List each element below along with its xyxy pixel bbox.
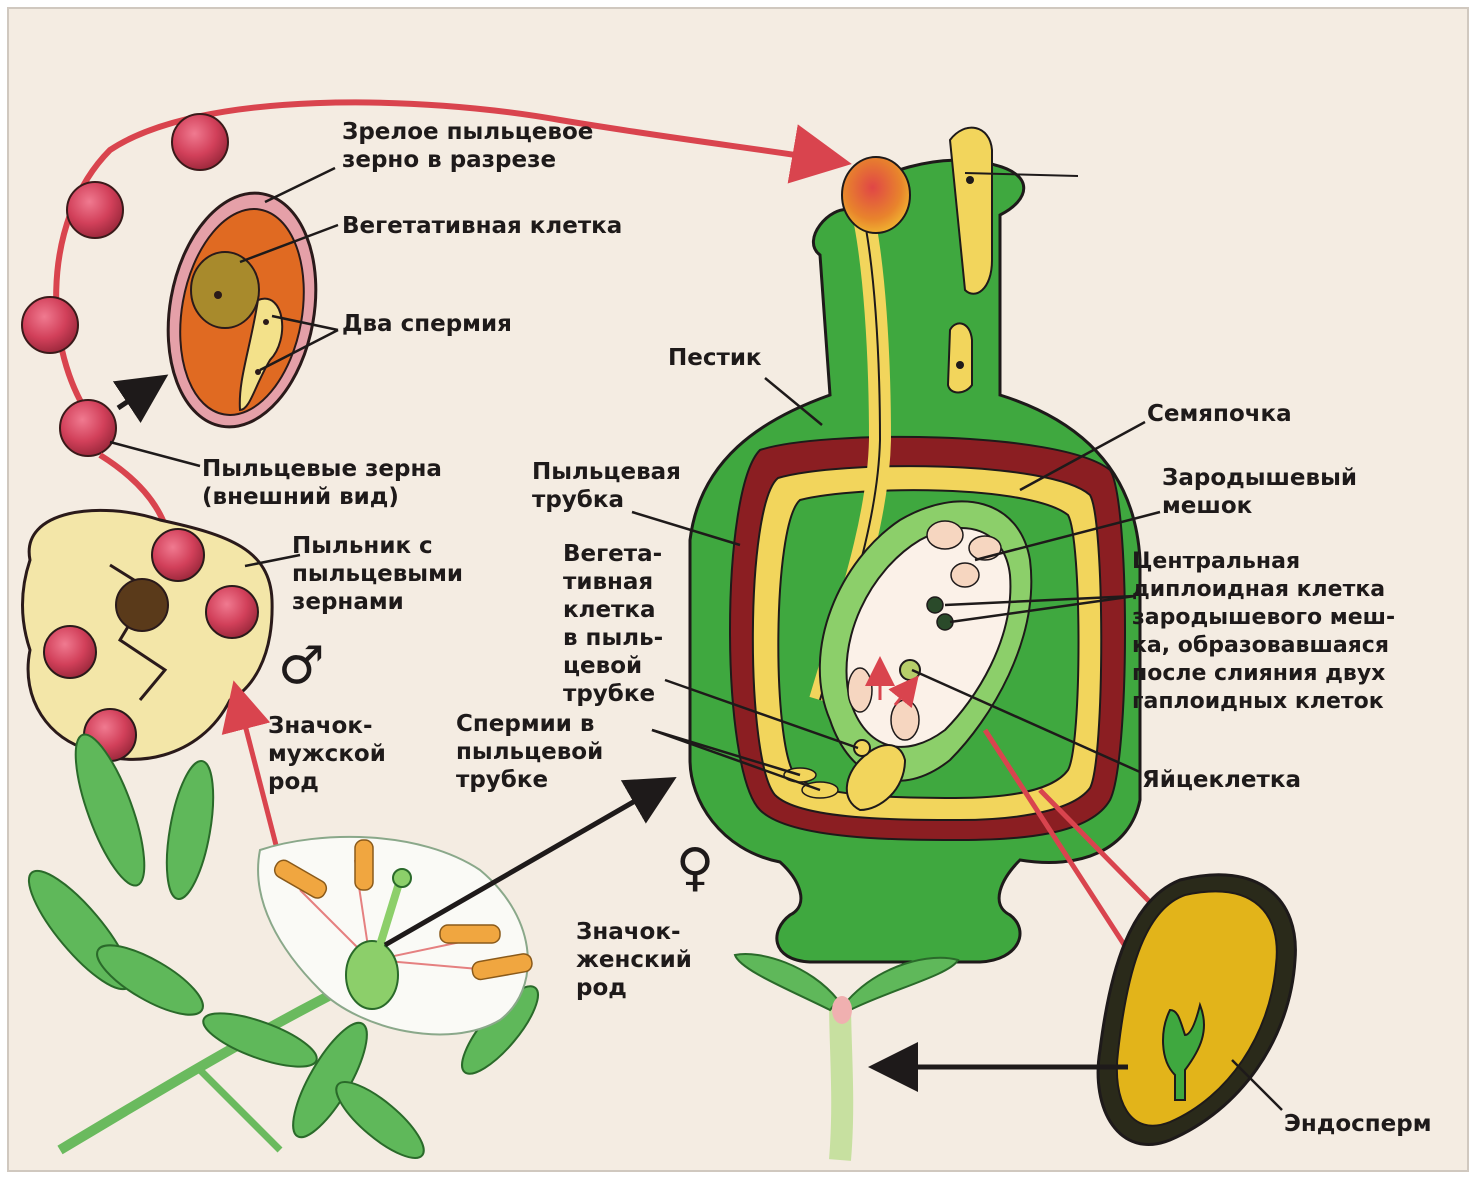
label-anther: Пыльник с пыльцевыми зернами: [292, 532, 463, 616]
male-symbol: ♂: [278, 640, 325, 692]
label-sperms-in-tube: Спермии в пыльцевой трубке: [456, 710, 603, 794]
label-pistil: Пестик: [668, 344, 762, 372]
label-central-cell: Центральная диплоидная клетка зародышево…: [1132, 548, 1395, 716]
label-mature-pollen-section: Зрелое пыльцевое зерно в разрезе: [342, 118, 593, 174]
label-pollen-tube: Пыльцевая трубка: [532, 458, 681, 514]
label-pollen-grains-external: Пыльцевые зерна (внешний вид): [202, 455, 442, 511]
label-vegetative-cell-in-tube: Вегета- тивная клетка в пыль- цевой труб…: [563, 540, 663, 708]
label-male-sign: Значок- мужской род: [268, 712, 386, 796]
label-embryo-sac: Зародышевый мешок: [1162, 464, 1357, 520]
pollen-grain-2: [67, 182, 123, 238]
label-egg-cell: Яйцеклетка: [1142, 766, 1301, 794]
label-endosperm: Эндосперм: [1284, 1110, 1432, 1138]
label-two-sperms: Два спермия: [342, 310, 512, 338]
label-vegetative-cell: Вегетативная клетка: [342, 212, 622, 240]
label-ovule: Семяпочка: [1147, 400, 1292, 428]
female-symbol: ♀: [676, 842, 714, 894]
label-female-sign: Значок- женский род: [576, 918, 692, 1002]
pollen-grain-4: [60, 400, 116, 456]
pollen-grain-3: [22, 297, 78, 353]
pollen-grain-1: [172, 114, 228, 170]
